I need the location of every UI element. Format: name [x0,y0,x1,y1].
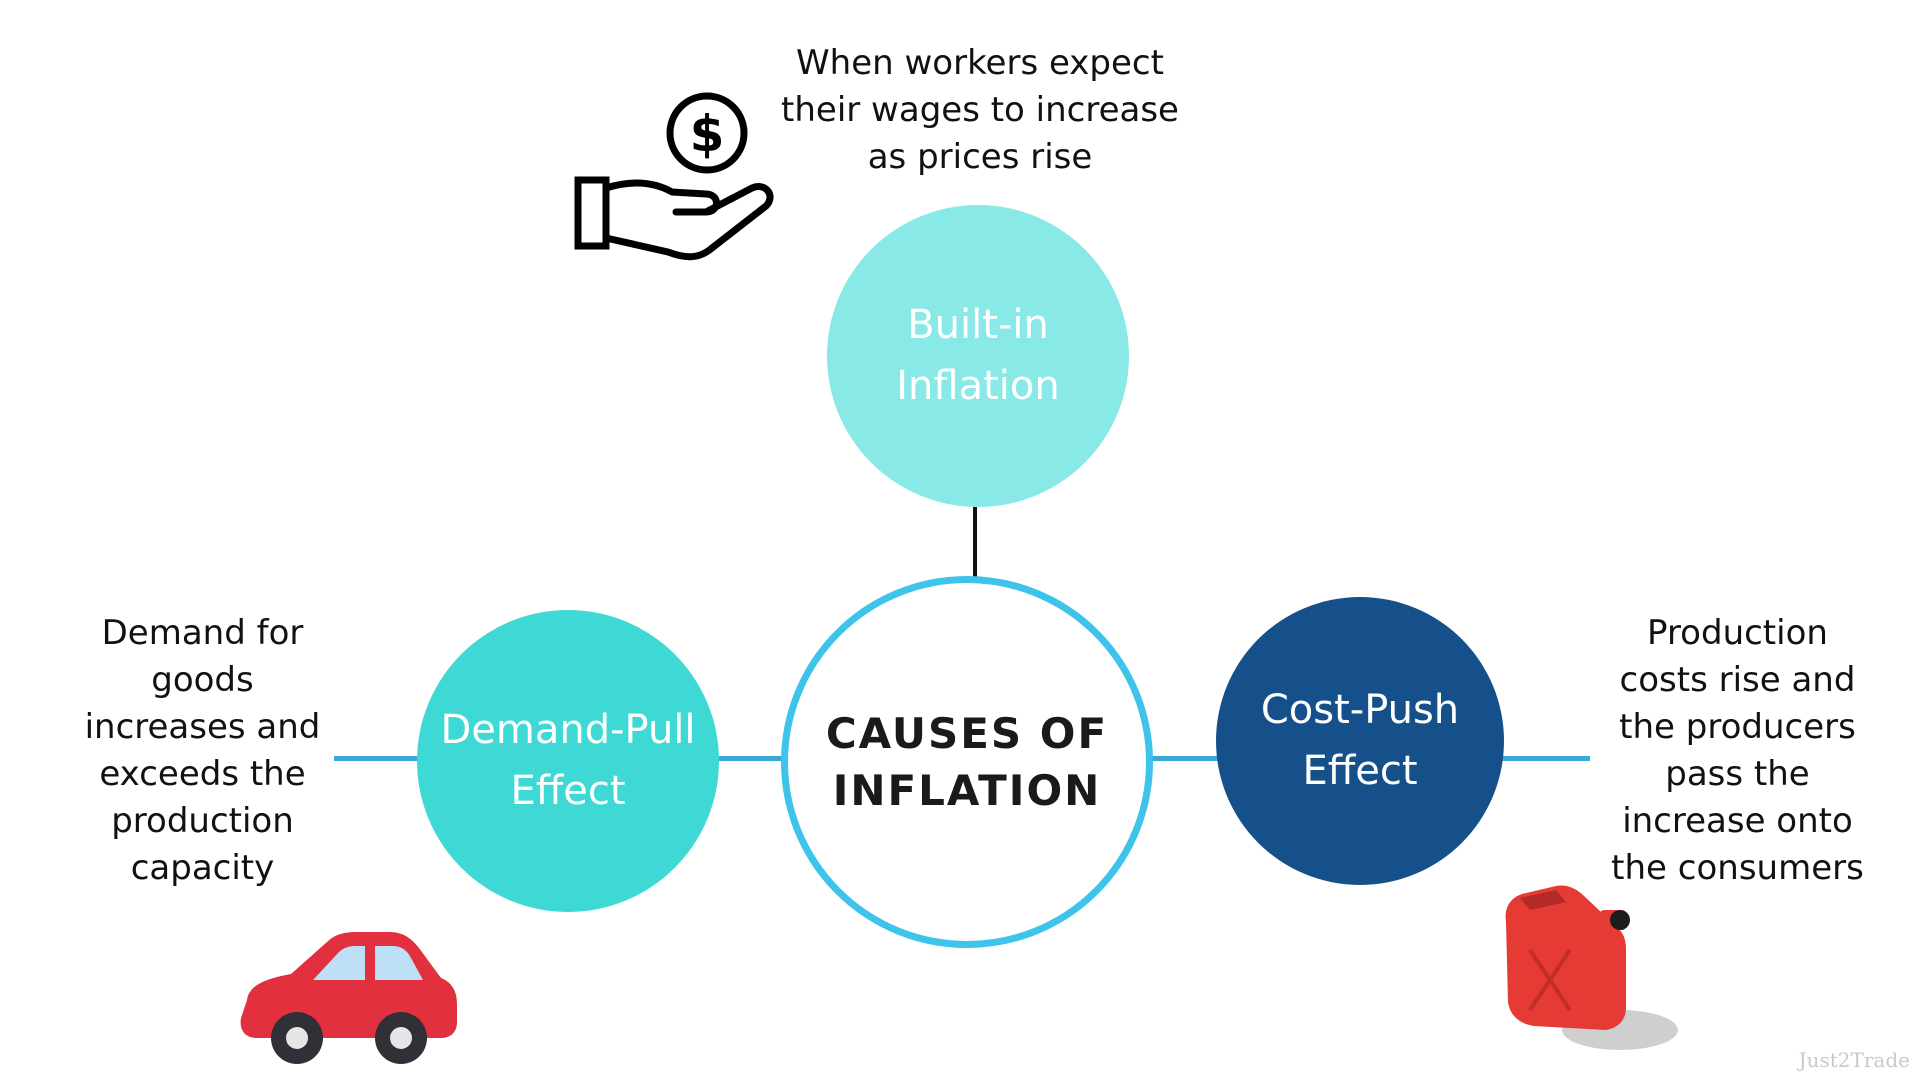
connector-left-outer [334,756,418,761]
builtin-desc-line: their wages to increase [781,90,1179,130]
watermark: Just2Trade [1798,1048,1910,1072]
demand-pull-circle: Demand-Pull Effect [417,610,719,912]
demand-description: Demand for goods increases and exceeds t… [60,610,345,892]
red-fuel-canister-icon [1505,885,1678,1050]
demand-label-line2: Effect [510,768,626,814]
demand-desc-line: capacity [130,848,275,888]
builtin-inflation-circle: Built-in Inflation [827,205,1129,507]
builtin-description: When workers expect their wages to incre… [760,40,1200,181]
builtin-label-line1: Built-in [907,302,1049,348]
cost-label-line2: Effect [1302,748,1418,794]
connector-right-outer [1502,756,1590,761]
cost-desc-line: pass the [1665,754,1810,794]
connector-top [973,507,977,579]
cost-description: Production costs rise and the producers … [1600,610,1875,892]
center-circle: CAUSES OF INFLATION [781,576,1153,948]
center-title-line2: INFLATION [832,766,1102,815]
red-car-icon [240,932,457,1064]
svg-text:$: $ [690,105,725,163]
demand-desc-line: exceeds the [99,754,306,794]
demand-label-line1: Demand-Pull [440,707,696,753]
cost-label-line1: Cost-Push [1260,687,1460,733]
connector-left-center [718,756,784,761]
demand-desc-line: goods [151,660,254,700]
cost-desc-line: the producers [1619,707,1856,747]
demand-desc-line: Demand for [101,613,304,653]
center-title-line1: CAUSES OF [825,709,1109,758]
connector-right-center [1150,756,1218,761]
cost-desc-line: Production [1647,613,1828,653]
demand-desc-line: production [111,801,294,841]
cost-push-circle: Cost-Push Effect [1216,597,1504,885]
cost-desc-line: increase onto [1622,801,1853,841]
builtin-desc-line: When workers expect [796,43,1164,83]
demand-desc-line: increases and [84,707,321,747]
cost-desc-line: the consumers [1611,848,1864,888]
hand-holding-dollar-icon: $ [574,92,774,261]
cost-desc-line: costs rise and [1619,660,1856,700]
builtin-desc-line: as prices rise [867,137,1093,177]
builtin-label-line2: Inflation [896,363,1060,409]
